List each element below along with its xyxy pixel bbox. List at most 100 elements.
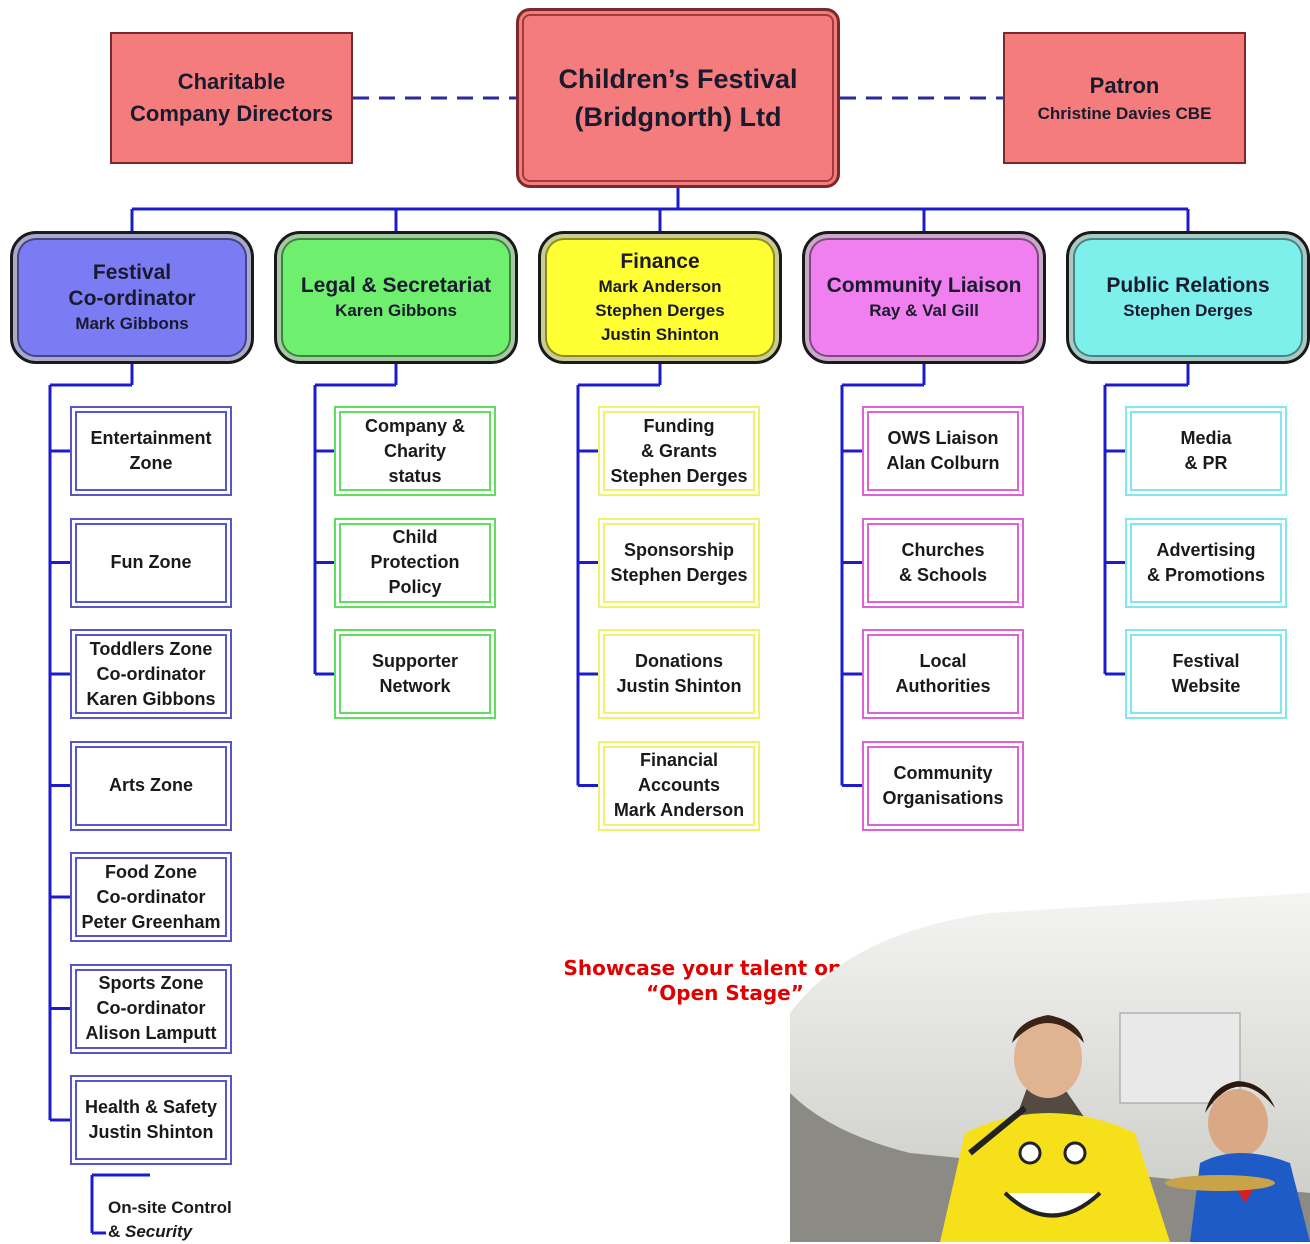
dept-person: Stephen Derges [1123, 300, 1253, 320]
dept-person: Ray & Val Gill [869, 300, 979, 320]
sub-unit-line: Donations [635, 651, 723, 671]
sub-unit-line: Funding [643, 415, 715, 436]
dept-title-line: Finance [620, 249, 700, 273]
sub-unit-line: Entertainment [90, 428, 212, 448]
open-stage-photo [790, 893, 1310, 1242]
sub-unit-line: Charity [383, 440, 446, 461]
dept-title-line: Public Relations [1106, 273, 1270, 297]
directors-line1: Charitable [177, 69, 286, 94]
dept-title-line: Festival [92, 260, 172, 284]
sub-unit-line: Stephen Derges [610, 564, 748, 585]
dept-person: Mark Gibbons [75, 313, 189, 333]
sub-unit-line: Festival [1172, 651, 1240, 671]
sub-unit-line: Sports Zone [98, 973, 204, 993]
sub-unit-line: Financial [639, 750, 719, 770]
sub-unit-line: Arts Zone [108, 775, 193, 795]
charitable-directors-box: Charitable Company Directors [110, 32, 353, 164]
sub-unit-line: Media [1180, 428, 1232, 448]
sub-unit-line: Accounts [637, 775, 720, 795]
dept-person: Justin Shinton [600, 324, 720, 344]
sub-unit-media: Media & PR [1125, 406, 1287, 496]
root-line1: Children’s Festival [558, 64, 798, 94]
onsite-security: Security [125, 1222, 193, 1241]
sub-unit-line: Zone [129, 453, 173, 473]
onsite-line2: & Security [108, 1220, 232, 1244]
sub-unit-line: Co-ordinator [96, 663, 206, 684]
sub-unit-line: Authorities [895, 676, 991, 696]
onsite-amp: & [108, 1222, 125, 1241]
sub-unit-line: Website [1171, 676, 1241, 696]
sub-unit-line: Protection [370, 552, 460, 572]
sub-unit-line: Child [392, 527, 438, 547]
sub-unit-line: status [388, 465, 442, 486]
onsite-line1: On-site Control [108, 1198, 232, 1217]
sub-unit-line: & Promotions [1146, 564, 1265, 585]
sub-unit-line: Company & [364, 415, 465, 436]
sub-unit-line: Peter Greenham [81, 911, 221, 932]
dept-person: Stephen Derges [595, 300, 725, 320]
directors-line2: Company Directors [130, 101, 333, 126]
caption-line2: “Open Stage” [646, 981, 804, 1005]
patron-name: Christine Davies CBE [1037, 104, 1212, 123]
root-line2: (Bridgnorth) Ltd [574, 102, 782, 132]
sub-unit-fun-zone: Fun Zone [70, 517, 232, 608]
sub-unit-line: Co-ordinator [96, 998, 206, 1018]
sub-unit-line: Community [893, 762, 993, 783]
sub-unit-line: Local [919, 651, 967, 671]
dept-person: Karen Gibbons [335, 300, 457, 320]
sub-unit-line: Health & Safety [84, 1097, 218, 1117]
sub-unit-line: Network [379, 676, 451, 696]
patron-title: Patron [1089, 73, 1160, 98]
sub-unit-line: Justin Shinton [88, 1122, 214, 1142]
sub-unit-line: & PR [1184, 453, 1228, 473]
open-stage-caption: Showcase your talent on the “Open Stage” [520, 956, 930, 1006]
patron-box: Patron Christine Davies CBE [1003, 32, 1246, 164]
sub-unit-company-and: Company & Charity status [334, 406, 496, 496]
sub-unit-advertising: Advertising & Promotions [1125, 517, 1287, 608]
sub-unit-line: Co-ordinator [96, 886, 206, 907]
sub-unit-line: Mark Anderson [613, 800, 745, 820]
sub-unit-line: Policy [388, 577, 442, 597]
sub-unit-line: Fun Zone [110, 552, 192, 572]
sub-unit-line: Churches [901, 539, 985, 560]
root-organisation-box: Children’s Festival (Bridgnorth) Ltd [516, 8, 840, 188]
sub-unit-line: Food Zone [105, 861, 197, 882]
sub-unit-churches: Churches & Schools [862, 517, 1024, 608]
dept-person: Mark Anderson [598, 276, 722, 296]
sub-unit-line: Alan Colburn [886, 453, 1000, 473]
sub-unit-line: Organisations [882, 787, 1004, 808]
sub-unit-line: Karen Gibbons [86, 688, 216, 709]
sub-unit-line: Advertising [1156, 539, 1256, 560]
onsite-control-label: On-site Control & Security [108, 1196, 232, 1244]
sub-unit-line: Alison Lamputt [85, 1023, 217, 1043]
sub-unit-line: Justin Shinton [616, 676, 742, 696]
sub-unit-line: & Schools [898, 564, 987, 585]
sub-unit-arts-zone: Arts Zone [70, 740, 232, 831]
sub-unit-line: Sponsorship [623, 539, 734, 560]
sub-unit-line: Toddlers Zone [89, 638, 213, 659]
dept-title-line: Legal & Secretariat [300, 273, 492, 297]
sub-unit-line: OWS Liaison [887, 428, 999, 448]
dept-title-line: Co-ordinator [68, 286, 196, 310]
